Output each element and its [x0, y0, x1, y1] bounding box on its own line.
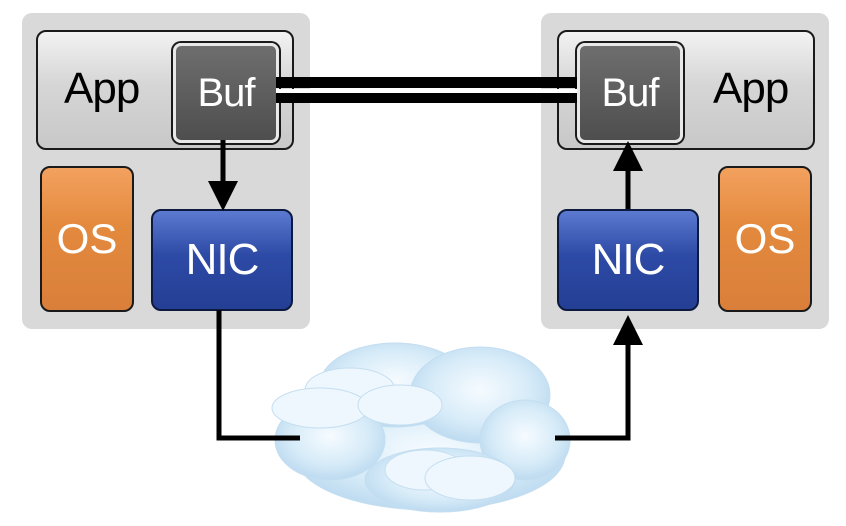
network-path-right	[555, 315, 643, 441]
right-buf-box: Buf	[577, 43, 683, 143]
right-os-box: OS	[718, 166, 812, 312]
right-app-label: App	[713, 64, 789, 113]
left-app-label: App	[64, 64, 140, 113]
buffer-channel	[276, 77, 577, 103]
network-path	[216, 310, 300, 441]
right-nic-box: NIC	[557, 209, 699, 311]
left-os-box: OS	[40, 166, 134, 312]
